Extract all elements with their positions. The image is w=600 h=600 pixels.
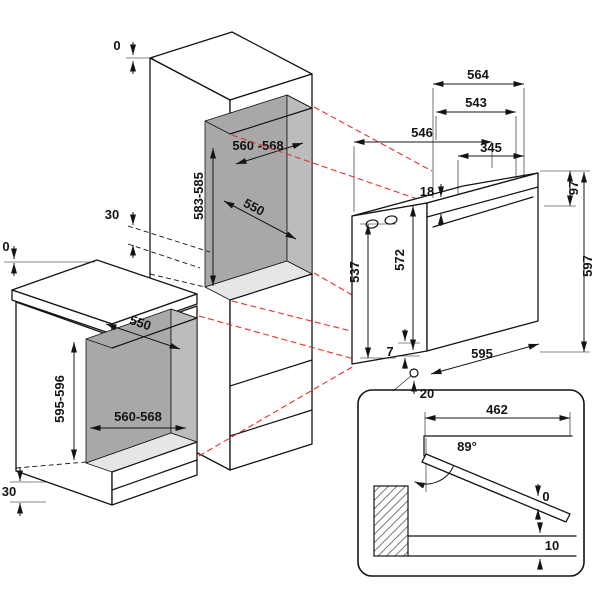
base-top-clearance-label: 0 — [2, 239, 9, 254]
base-niche-depth-label: 550 — [128, 312, 153, 333]
oven-top-zone-label: 97 — [566, 181, 581, 195]
oven-width-dim — [430, 343, 540, 375]
base-cabinet: 0 550 595-596 560-568 30 — [2, 239, 198, 516]
oven-door-handle — [432, 196, 534, 228]
oven-bottom-clearance-label: 20 — [420, 386, 434, 401]
tall-niche-opening-top-edge — [229, 107, 313, 135]
tall-niche-depth-dim — [223, 200, 297, 240]
oven-body-height-label: 572 — [392, 249, 407, 271]
oven-side-panel — [351, 202, 428, 365]
tall-top-clearance-label: 0 — [113, 38, 120, 53]
base-niche-opening-bottom-edge — [111, 441, 198, 473]
oven-front-height-label: 597 — [580, 255, 595, 277]
tall-niche-width-label: 560 -568 — [232, 138, 283, 153]
oven-depth-top-label: 345 — [480, 140, 502, 155]
tall-rear-clearance-label: 30 — [105, 207, 119, 222]
open-door-section — [421, 453, 571, 523]
tall-niche-width-dim — [235, 142, 304, 165]
oven-rear-height-label: 537 — [347, 261, 362, 283]
oven-dimensions: 564 543 546 345 18 97 597 537 572 7 — [347, 67, 595, 375]
tall-niche-back-panel — [204, 94, 288, 288]
plinth-recess-label: 10 — [545, 538, 559, 553]
base-bottom-clearance-label: 30 — [2, 484, 16, 499]
door-floor-gap-label: 0 — [542, 489, 549, 504]
oven-depth-total-label: 564 — [467, 67, 489, 82]
base-niche-width-label: 560-568 — [114, 409, 162, 424]
tall-niche-side-wall — [286, 94, 313, 275]
oven-depth-overall-label: 546 — [411, 125, 433, 140]
oven-width-label: 595 — [471, 346, 493, 361]
oven-front-face — [426, 172, 539, 352]
oven-control-panel-edge — [426, 186, 539, 218]
callout-point — [409, 368, 419, 378]
door-angle-arc — [414, 465, 455, 489]
base-niche-side-wall — [170, 308, 198, 443]
door-depth-label: 462 — [486, 402, 508, 417]
tall-niche-opening-bottom-edge — [229, 273, 313, 301]
oven-bottom-step-label: 7 — [386, 344, 393, 359]
tall-niche-height-label: 583-585 — [191, 172, 206, 220]
door-detail-inset: 20 462 89° 0 10 — [357, 368, 585, 577]
oven-fascia-height-label: 18 — [420, 184, 434, 199]
plinth-section-hatch — [373, 485, 409, 557]
base-niche-depth-dim — [105, 323, 181, 350]
door-angle-label: 89° — [457, 439, 477, 454]
base-niche-height-label: 595-596 — [52, 375, 67, 423]
oven-depth-body-label: 543 — [465, 95, 487, 110]
oven — [351, 172, 539, 365]
